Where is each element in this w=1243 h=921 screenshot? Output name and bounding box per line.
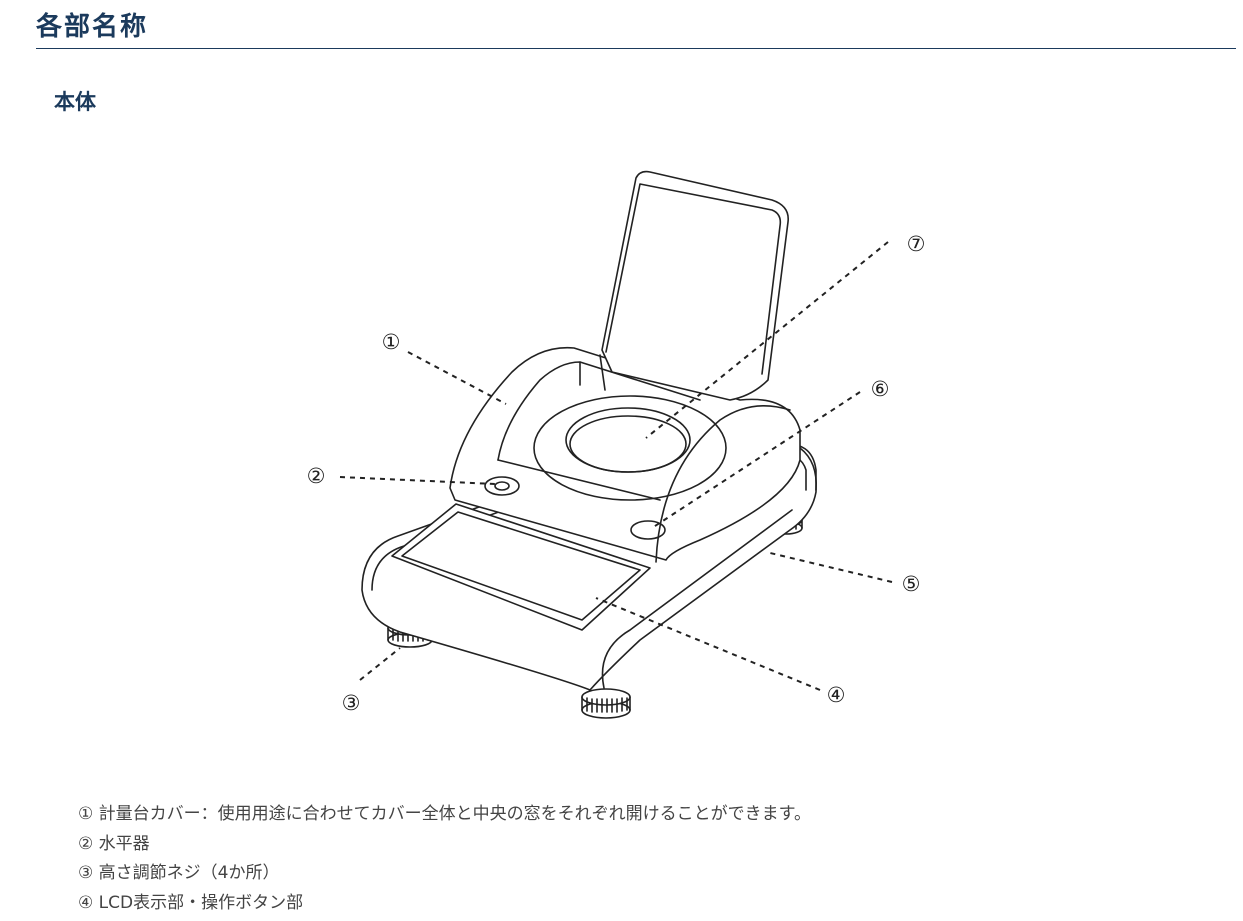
callout-7: ⑦	[907, 232, 926, 256]
parts-list: ① 計量台カバー：使用用途に合わせてカバー全体と中央の窓をそれぞれ開けることがで…	[78, 800, 811, 918]
list-item: ② 水平器	[78, 833, 150, 854]
callout-1: ①	[382, 330, 401, 354]
callout-6: ⑥	[871, 377, 890, 401]
cover-lid	[601, 170, 789, 401]
list-item: ① 計量台カバー：使用用途に合わせてカバー全体と中央の窓をそれぞれ開けることがで…	[78, 804, 811, 824]
operation-button	[630, 520, 666, 540]
page-title: 各部名称	[36, 12, 149, 42]
lcd-display-panel	[391, 503, 651, 631]
callout-4: ④	[827, 683, 846, 707]
callout-2: ②	[307, 464, 326, 488]
title-underline	[36, 48, 1236, 49]
list-item: ③ 高さ調節ネジ（4か所）	[78, 863, 280, 883]
callout-5: ⑤	[902, 572, 921, 596]
list-item: ④ LCD表示部・操作ボタン部	[78, 892, 304, 913]
weighing-pan	[533, 395, 727, 501]
adjustment-foot-front-right	[581, 688, 631, 719]
section-subtitle: 本体	[54, 90, 96, 114]
draft-shield-housing	[449, 346, 801, 563]
callout-leaders	[339, 241, 893, 691]
callout-3: ③	[342, 691, 361, 715]
level-indicator	[484, 476, 520, 496]
